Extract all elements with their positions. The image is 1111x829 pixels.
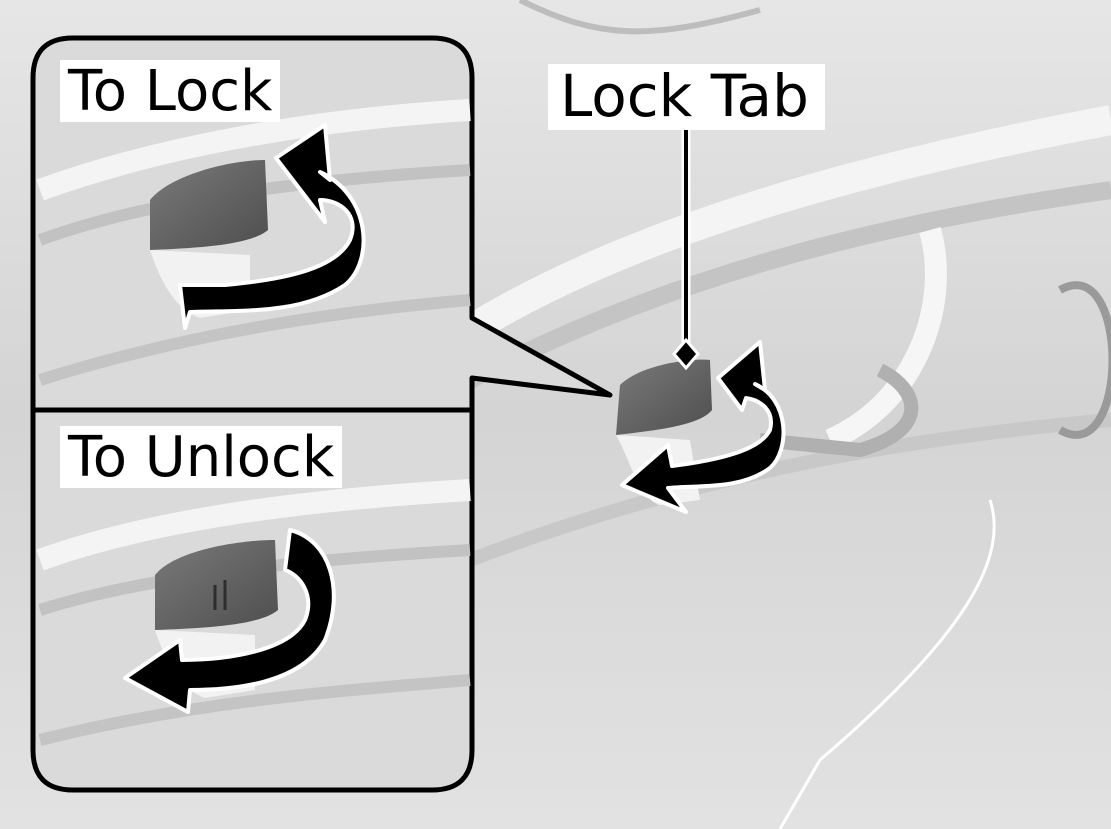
to-unlock-scene bbox=[36, 479, 471, 746]
lock-tab-label: Lock Tab bbox=[548, 64, 825, 130]
callout-box bbox=[30, 35, 613, 793]
rotation-arrow-main bbox=[620, 340, 786, 514]
door-panel-contours bbox=[462, 0, 1111, 829]
to-unlock-label: To Unlock bbox=[60, 426, 343, 488]
lock-tab-pointer-diamond bbox=[672, 337, 700, 371]
to-lock-scene bbox=[36, 99, 471, 386]
to-lock-label: To Lock bbox=[60, 60, 281, 122]
